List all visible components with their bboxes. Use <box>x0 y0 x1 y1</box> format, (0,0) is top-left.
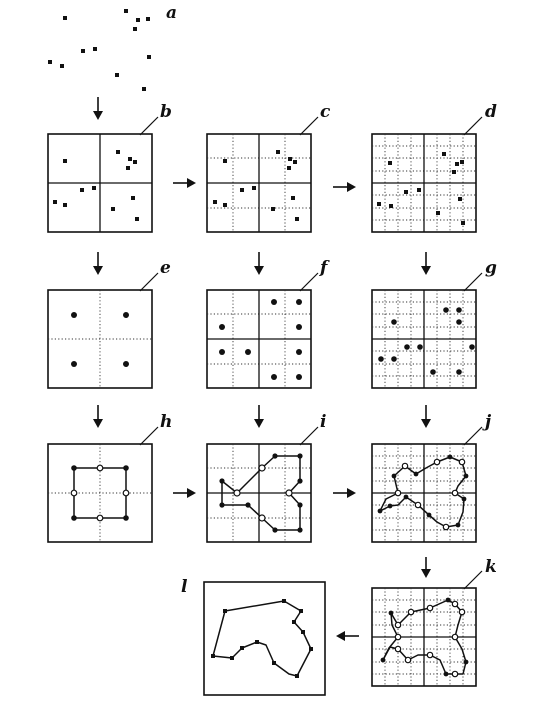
arrow-f-to-i <box>254 405 264 428</box>
arrow-c-to-f <box>254 252 264 275</box>
panel-l: l <box>181 577 326 696</box>
arrow-b-to-e <box>93 252 103 275</box>
panel-a: a <box>48 3 177 91</box>
panel-j-nodes <box>377 454 469 531</box>
panel-l-tour <box>212 600 312 677</box>
panel-f: f <box>206 258 330 389</box>
panel-j: j <box>371 412 492 543</box>
panel-g: g <box>371 258 497 389</box>
panel-b-points <box>53 150 139 221</box>
panel-c-points <box>213 150 299 221</box>
panel-h: h <box>47 412 172 543</box>
panel-h-nodes <box>70 464 130 522</box>
panel-k-nodes <box>380 597 469 678</box>
panel-i-nodes <box>219 453 303 533</box>
panel-f-points <box>219 299 302 380</box>
arrow-g-to-j <box>421 405 431 428</box>
panel-i-tour <box>221 455 301 531</box>
flow-arrows <box>93 97 431 641</box>
panel-b-leader <box>139 116 159 136</box>
panel-b: b <box>47 102 172 233</box>
panel-label-c: c <box>320 102 331 122</box>
panel-label-e: e <box>160 258 171 278</box>
panel-d-leader <box>463 116 483 136</box>
panel-d-points <box>377 152 465 225</box>
panel-l-points <box>211 599 313 678</box>
panel-label-k: k <box>485 557 497 577</box>
panel-f-leader <box>299 272 319 292</box>
panel-label-b: b <box>160 102 172 122</box>
panel-h-leader <box>139 426 159 446</box>
panel-k: k <box>371 557 497 687</box>
panel-label-i: i <box>320 412 326 432</box>
panel-label-d: d <box>485 102 497 122</box>
panel-d: d <box>371 102 497 233</box>
panel-i: i <box>206 412 326 543</box>
panel-e: e <box>47 258 171 389</box>
panel-c-leader <box>299 116 319 136</box>
panel-j-leader <box>463 426 483 446</box>
panel-g-leader <box>463 272 483 292</box>
panel-e-points <box>71 312 129 367</box>
arrow-c-to-d <box>333 182 356 192</box>
panel-k-leader <box>463 570 483 590</box>
panel-label-h: h <box>160 412 172 432</box>
arrow-j-to-k <box>421 557 431 578</box>
panel-c: c <box>206 102 331 233</box>
panel-e-leader <box>139 272 159 292</box>
panel-l-frame <box>203 581 326 696</box>
arrow-e-to-h <box>93 405 103 428</box>
panel-label-l: l <box>181 577 188 597</box>
arrow-b-to-c <box>173 178 196 188</box>
panel-label-j: j <box>482 412 492 432</box>
panel-a-points <box>48 9 151 91</box>
arrow-h-to-i <box>173 488 196 498</box>
panel-label-g: g <box>485 258 497 278</box>
arrow-i-to-j <box>333 488 356 498</box>
arrow-d-to-g <box>421 252 431 275</box>
panel-g-points <box>378 307 475 375</box>
arrow-k-to-l <box>336 631 359 641</box>
panel-j-tour <box>379 456 467 528</box>
arrow-a-to-b <box>93 97 103 120</box>
panel-label-f: f <box>319 258 330 278</box>
panel-i-leader <box>299 426 319 446</box>
panel-label-a: a <box>166 3 177 23</box>
